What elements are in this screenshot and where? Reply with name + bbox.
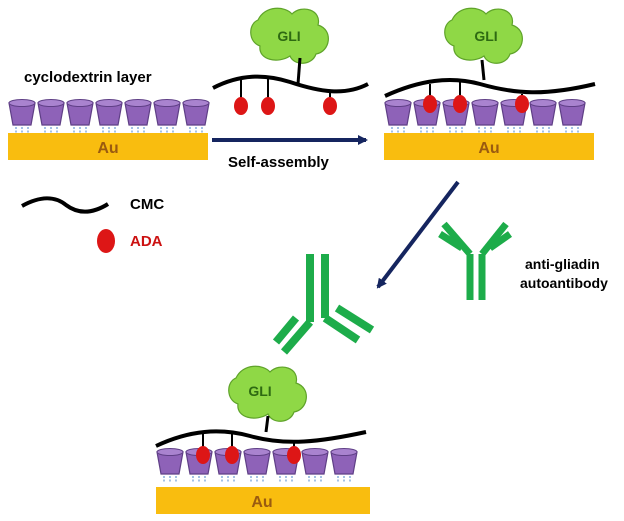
cyclodextrin-layer-label: cyclodextrin layer bbox=[24, 69, 152, 86]
cyclodextrin-layer-1 bbox=[8, 98, 210, 134]
gold-electrode-3-label: Au bbox=[251, 494, 272, 511]
binding-arrow bbox=[376, 180, 460, 289]
ada-groups-1 bbox=[234, 78, 337, 115]
gliadin-blob-3 bbox=[228, 365, 307, 422]
gli-linker-2 bbox=[480, 59, 486, 81]
self-assembly-label: Self-assembly bbox=[228, 154, 330, 171]
cmc-legend-line bbox=[21, 196, 110, 214]
gold-electrode-3 bbox=[156, 487, 370, 514]
antibody-free bbox=[438, 221, 513, 300]
gli-linker-1 bbox=[296, 57, 302, 85]
ada-legend-symbol bbox=[97, 229, 115, 253]
antibody-bound bbox=[272, 254, 375, 355]
gliadin-label-1: GLI bbox=[277, 28, 300, 44]
gold-electrode-2-label: Au bbox=[478, 140, 499, 157]
gliadin-blob-1 bbox=[250, 7, 329, 64]
cmc-chain-3 bbox=[155, 429, 367, 448]
ada-legend-label: ADA bbox=[130, 233, 163, 250]
gliadin-blob-2 bbox=[444, 7, 523, 64]
cmc-legend-label: CMC bbox=[130, 196, 164, 213]
gold-electrode-1-label: Au bbox=[97, 140, 118, 157]
gold-electrode-2 bbox=[384, 133, 594, 160]
gold-electrode-1 bbox=[8, 133, 208, 160]
cmc-chain-2 bbox=[384, 78, 596, 98]
ada-groups-2 bbox=[423, 80, 529, 113]
antibody-label-line2: autoantibody bbox=[520, 275, 608, 291]
gli-linker-3 bbox=[264, 415, 270, 433]
ada-groups-3 bbox=[196, 432, 301, 464]
gliadin-label-3: GLI bbox=[248, 383, 271, 399]
cyclodextrin-layer-2 bbox=[384, 98, 586, 134]
antibody-label-line1: anti-gliadin bbox=[525, 256, 600, 272]
gliadin-label-2: GLI bbox=[474, 28, 497, 44]
cyclodextrin-layer-3 bbox=[156, 447, 358, 483]
cmc-chain-1 bbox=[212, 74, 369, 94]
